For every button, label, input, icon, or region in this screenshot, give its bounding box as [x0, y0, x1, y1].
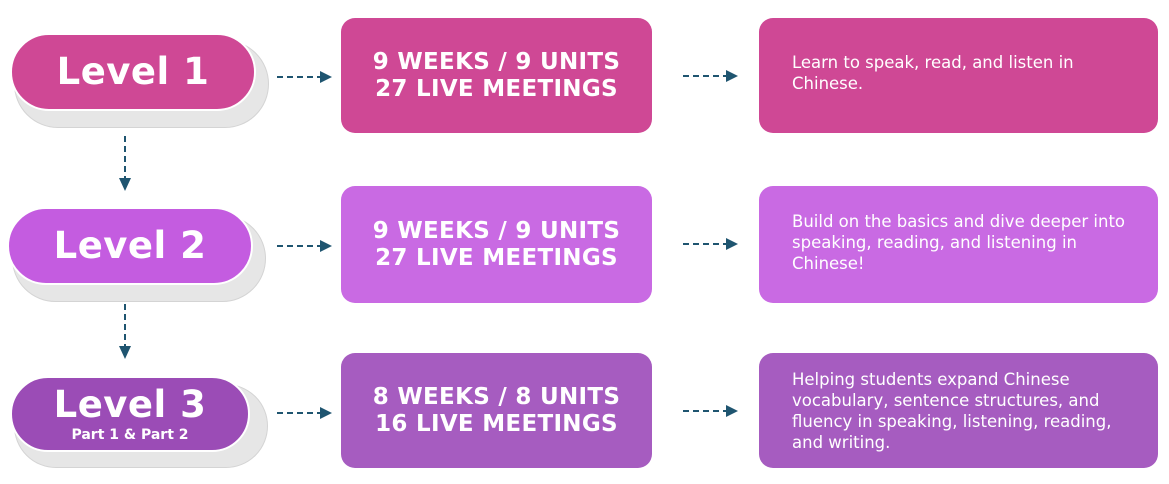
level-2-schedule-box: 9 WEEKS / 9 UNITS 27 LIVE MEETINGS — [341, 186, 652, 303]
dashed-down-arrow-icon — [119, 136, 131, 191]
level-2-title: Level 2 — [53, 224, 207, 267]
level-3-description-box: Helping students expand Chinese vocabula… — [759, 353, 1158, 468]
dashed-down-arrow-icon — [119, 304, 131, 359]
level-2-pill: Level 2 — [7, 207, 253, 285]
dashed-right-arrow-icon — [683, 238, 738, 250]
level-1-schedule-box: 9 WEEKS / 9 UNITS 27 LIVE MEETINGS — [341, 18, 652, 133]
level-3-description: Helping students expand Chinese vocabula… — [792, 370, 1112, 452]
level-2-description-box: Build on the basics and dive deeper into… — [759, 186, 1158, 303]
level-2-schedule-weeks: 9 WEEKS / 9 UNITS — [372, 217, 621, 244]
level-2-schedule-meetings: 27 LIVE MEETINGS — [375, 244, 618, 271]
level-1-title: Level 1 — [56, 50, 210, 93]
dashed-right-arrow-icon — [683, 405, 738, 417]
level-2-description: Build on the basics and dive deeper into… — [792, 212, 1126, 273]
level-3-title: Level 3 — [53, 383, 207, 426]
level-1-schedule-meetings: 27 LIVE MEETINGS — [375, 75, 618, 102]
level-3-schedule-box: 8 WEEKS / 8 UNITS 16 LIVE MEETINGS — [341, 353, 652, 468]
level-3-pill: Level 3 Part 1 & Part 2 — [10, 376, 250, 452]
level-1-description: Learn to speak, read, and listen in Chin… — [792, 53, 1074, 93]
level-1-schedule-weeks: 9 WEEKS / 9 UNITS — [372, 48, 621, 75]
level-3-schedule-meetings: 16 LIVE MEETINGS — [375, 410, 618, 437]
level-1-pill: Level 1 — [10, 33, 256, 111]
dashed-right-arrow-icon — [683, 70, 738, 82]
level-3-schedule-weeks: 8 WEEKS / 8 UNITS — [372, 383, 621, 410]
dashed-right-arrow-icon — [277, 240, 332, 252]
dashed-right-arrow-icon — [277, 407, 332, 419]
level-3-subtitle: Part 1 & Part 2 — [71, 427, 189, 443]
dashed-right-arrow-icon — [277, 71, 332, 83]
level-1-description-box: Learn to speak, read, and listen in Chin… — [759, 18, 1158, 133]
